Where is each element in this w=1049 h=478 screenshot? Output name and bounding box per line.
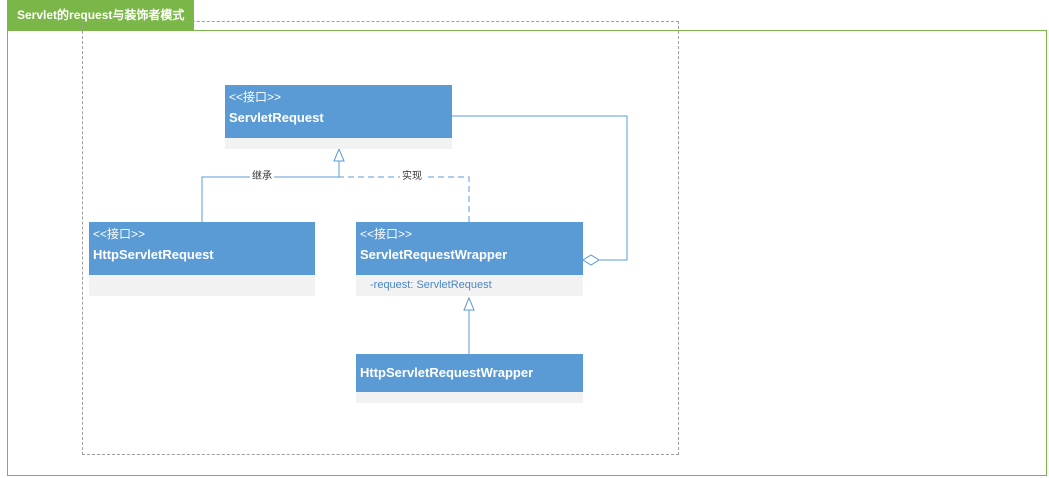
class-http-servlet-request[interactable]: <<接口>> HttpServletRequest: [89, 222, 315, 296]
wrapper-generalization-arrowhead: [463, 296, 475, 311]
class-name: HttpServletRequest: [93, 247, 214, 262]
aggregation-diamond: [582, 254, 600, 266]
class-name: ServletRequest: [229, 110, 324, 125]
stereotype-label: <<接口>>: [360, 227, 413, 241]
class-servlet-request[interactable]: <<接口>> ServletRequest: [225, 85, 452, 149]
class-servlet-request-wrapper[interactable]: <<接口>> ServletRequestWrapper -request: S…: [356, 222, 583, 296]
class-body: [356, 392, 583, 403]
aggregation-connector: [452, 115, 628, 261]
class-http-servlet-request-wrapper[interactable]: HttpServletRequestWrapper: [356, 354, 583, 403]
generalization-arrowhead: [333, 147, 345, 162]
class-attribute: -request: ServletRequest: [356, 275, 583, 296]
diagram-frame: [7, 30, 1047, 476]
class-name: ServletRequestWrapper: [360, 247, 508, 262]
stereotype-label: <<接口>>: [229, 90, 282, 104]
class-header: <<接口>> ServletRequest: [225, 85, 452, 138]
class-header: <<接口>> ServletRequestWrapper: [356, 222, 583, 275]
class-body: [225, 138, 452, 149]
stereotype-label: <<接口>>: [93, 227, 146, 241]
class-header: HttpServletRequestWrapper: [356, 354, 583, 392]
class-body: [89, 275, 315, 296]
class-header: <<接口>> HttpServletRequest: [89, 222, 315, 275]
implement-label: 实现: [400, 171, 424, 183]
dashed-group-region: [82, 21, 679, 455]
class-name: HttpServletRequestWrapper: [360, 365, 534, 380]
realization-connector: [339, 176, 470, 222]
inherit-label: 继承: [250, 171, 274, 183]
frame-title: Servlet的request与装饰者模式: [7, 0, 195, 31]
